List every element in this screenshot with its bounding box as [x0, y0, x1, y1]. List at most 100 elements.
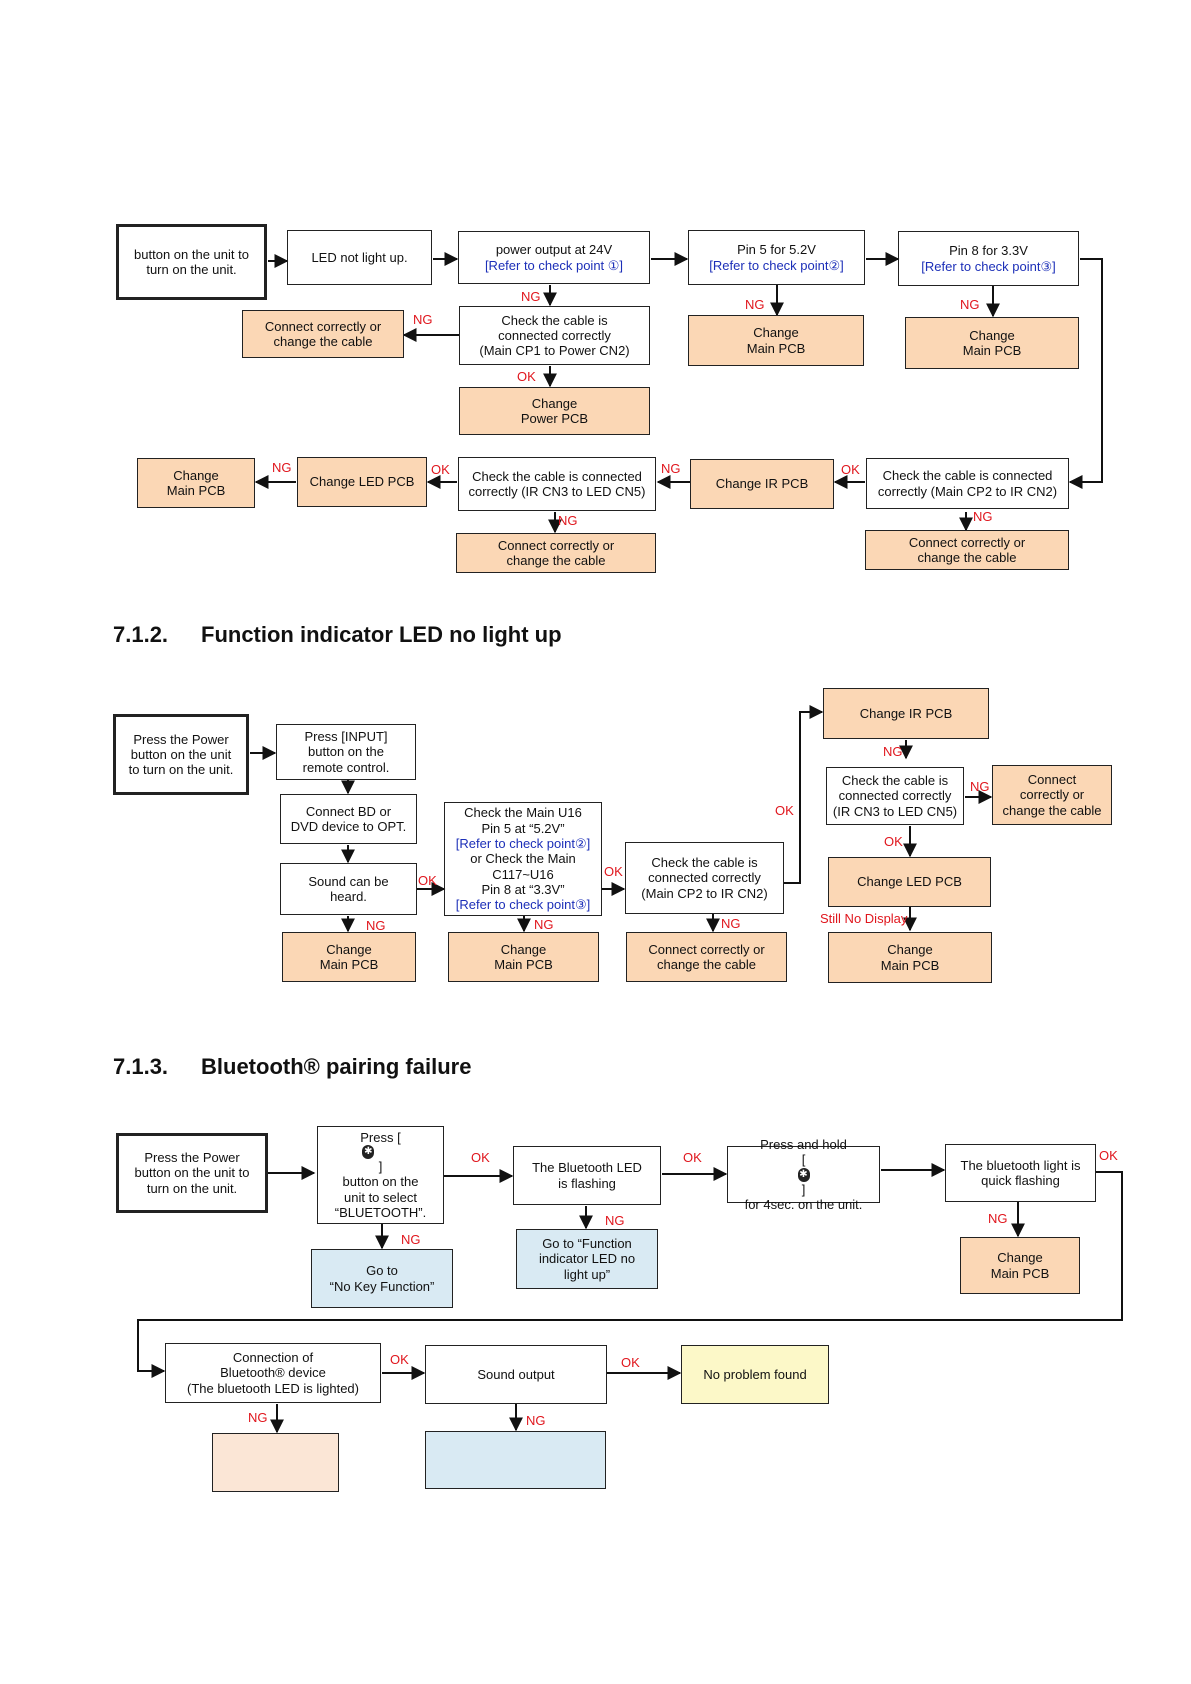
bt-led-flash-line1: The Bluetooth LED: [532, 1160, 642, 1176]
label-ng-u16: NG: [534, 917, 554, 932]
label-ok-quick: OK: [1099, 1148, 1118, 1163]
bt-led-flash-box: The Bluetooth LED is flashing: [513, 1146, 661, 1205]
flow3-start-line2: button on the unit to: [134, 1165, 250, 1181]
flow2-change-ir-pcb-text: Change IR PCB: [859, 705, 953, 721]
bt-led-flash-line2: is flashing: [558, 1175, 616, 1191]
change-power-pcb-box: Change Power PCB: [459, 387, 650, 435]
section-heading-712: 7.1.2.Function indicator LED no light up: [113, 622, 562, 648]
flow2-start-line3: to turn on the unit.: [128, 762, 234, 778]
press-bt-post: ]: [378, 1159, 383, 1174]
press-hold-line2: [✱]: [796, 1152, 812, 1197]
flow2-check-cp2-line2: connected correctly: [648, 870, 761, 886]
change-main-pcb-box-3: Change Main PCB: [137, 458, 255, 508]
flow2-connect-cable-bottom: Connect correctly or change the cable: [626, 932, 787, 982]
label-ng-main3: NG: [272, 460, 292, 475]
check-cp1-line3: (Main CP1 to Power CN2): [479, 343, 630, 359]
press-hold-post: ]: [801, 1181, 806, 1197]
pin8-text: Pin 8 for 3.3V: [949, 243, 1028, 259]
flow2-connect-cable-right-line2: correctly or: [1019, 787, 1085, 803]
connect-cable-b-line1: Connect correctly or: [497, 537, 615, 553]
change-main-pcb-1-line1: Change: [753, 325, 799, 341]
label-ng-cn3: NG: [970, 779, 990, 794]
connection-line2: Bluetooth® device: [220, 1365, 326, 1381]
press-input-line1: Press [INPUT]: [304, 729, 388, 744]
label-ng-cn3: NG: [558, 513, 578, 528]
check-cn3-line1: Check the cable is connected: [472, 468, 642, 484]
flow2-change-main-a-line2: Main PCB: [319, 957, 379, 972]
label-ng-flash: NG: [605, 1213, 625, 1228]
flow2-check-cn3-box: Check the cable is connected correctly (…: [826, 767, 964, 825]
label-ng-pin8: NG: [960, 297, 980, 312]
label-still-no-display: Still No Display: [820, 911, 908, 926]
flow2-connect-cable-right: Connect correctly or change the cable: [992, 765, 1112, 825]
flow2-check-cp2-line1: Check the cable is: [651, 855, 758, 870]
check-u16-line2: Pin 5 at “5.2V”: [481, 820, 565, 836]
sound-output-text: Sound output: [477, 1366, 555, 1382]
check-cp1-box: Check the cable is connected correctly (…: [459, 306, 650, 365]
press-hold-line3: for 4sec. on the unit.: [744, 1196, 863, 1212]
change-main-pcb-1-line2: Main PCB: [746, 340, 806, 356]
check-u16-line6: Pin 8 at “3.3V”: [481, 881, 565, 897]
flow2-change-main-a: Change Main PCB: [282, 932, 416, 982]
change-led-pcb-box: Change LED PCB: [297, 457, 427, 507]
sound-heard-line1: Sound can be: [308, 873, 389, 889]
check-cn3-box: Check the cable is connected correctly (…: [458, 457, 656, 511]
change-ir-pcb-text: Change IR PCB: [715, 476, 809, 492]
flow2-check-cn3-line3: (IR CN3 to LED CN5): [832, 803, 958, 819]
check-u16-ref2: [Refer to check point③]: [455, 897, 591, 913]
check-cp1-line1: Check the cable is: [501, 312, 608, 328]
flow3-change-main-box: Change Main PCB: [960, 1237, 1080, 1294]
label-ng-ir: NG: [661, 461, 681, 476]
label-ok-sound-output: OK: [621, 1355, 640, 1370]
flow2-start: Press the Power button on the unit to tu…: [113, 714, 249, 795]
check-u16-box: Check the Main U16 Pin 5 at “5.2V” [Refe…: [444, 802, 602, 916]
no-problem-box: No problem found: [681, 1345, 829, 1404]
flow2-change-main-b: Change Main PCB: [448, 932, 599, 982]
label-ng-pin5: NG: [745, 297, 765, 312]
connect-cable-box-b: Connect correctly or change the cable: [456, 533, 656, 573]
press-hold-box: Press and hold [✱] for 4sec. on the unit…: [727, 1137, 880, 1212]
connect-cable-c-line2: change the cable: [917, 550, 1017, 565]
label-ng-cable-a: NG: [413, 312, 433, 327]
quick-flash-line2: quick flashing: [981, 1173, 1060, 1188]
flow2-check-cp2-box: Check the cable is connected correctly (…: [625, 842, 784, 914]
label-ok-cp2: OK: [775, 803, 794, 818]
check-u16-ref1: [Refer to check point②]: [455, 836, 591, 851]
press-hold-pre: [: [801, 1152, 806, 1168]
flow2-connect-cable-bottom-line2: change the cable: [656, 957, 757, 972]
led-not-light-box: LED not light up.: [287, 230, 432, 285]
press-hold-line1: Press and hold: [760, 1136, 847, 1152]
bluetooth-icon: ✱: [362, 1145, 375, 1159]
empty-blue-box: [425, 1431, 606, 1489]
power-output-box: power output at 24V [Refer to check poin…: [458, 231, 650, 284]
press-bt-line2: button on the: [342, 1174, 419, 1190]
press-input-box: Press [INPUT] button on the remote contr…: [276, 724, 416, 780]
flow2-connect-cable-bottom-line1: Connect correctly or: [648, 941, 765, 957]
flow2-change-led-pcb-box: Change LED PCB: [828, 857, 991, 907]
flow3-start-line3: turn on the unit.: [146, 1180, 238, 1196]
change-main-pcb-box-2: Change Main PCB: [905, 317, 1079, 369]
go-function-line2: indicator LED no: [538, 1251, 636, 1267]
connect-bd-line2: DVD device to OPT.: [290, 819, 407, 834]
flow3-change-main-line2: Main PCB: [990, 1265, 1050, 1281]
connect-cable-a-text: Connect correctly or change the cable: [264, 318, 382, 349]
press-input-line3: remote control.: [302, 759, 390, 775]
label-ng-sound-output: NG: [526, 1413, 546, 1428]
check-point-2-ref: [Refer to check point②]: [709, 257, 844, 273]
flow2-change-main-c-line1: Change: [887, 942, 933, 958]
empty-peach-box: [212, 1433, 339, 1492]
flow2-change-main-b-line2: Main PCB: [494, 957, 553, 972]
quick-flash-line1: The bluetooth light is: [960, 1157, 1081, 1173]
press-bt-pre: Press [: [360, 1129, 401, 1145]
go-no-key-line2: “No Key Function”: [329, 1278, 435, 1294]
sound-heard-box: Sound can be heard.: [280, 863, 417, 915]
change-ir-pcb-box: Change IR PCB: [690, 459, 834, 509]
section-heading-713: 7.1.3.Bluetooth® pairing failure: [113, 1054, 471, 1080]
label-ng-ir-pcb: NG: [883, 744, 903, 759]
flow2-change-main-a-line1: Change: [326, 941, 372, 957]
label-ng-connection: NG: [248, 1410, 268, 1425]
section-713-number: 7.1.3.: [113, 1054, 169, 1079]
label-ng-press-bt: NG: [401, 1232, 421, 1247]
check-u16-line4: or Check the Main: [470, 851, 576, 867]
flow2-change-main-b-line1: Change: [500, 941, 547, 957]
